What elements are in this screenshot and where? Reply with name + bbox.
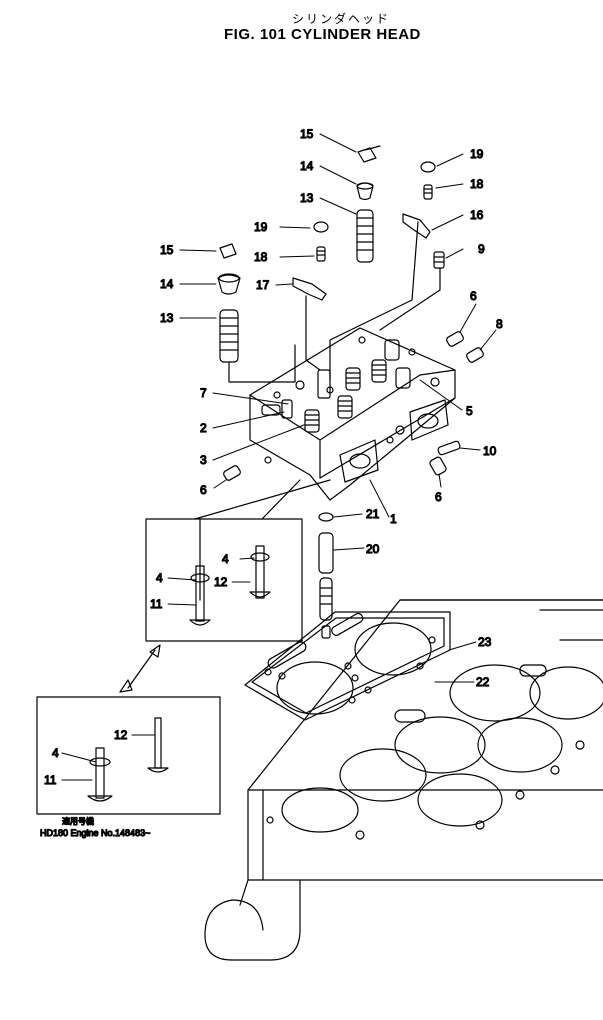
callout-4-c: 4 [52, 746, 59, 760]
callout-15-b: 15 [160, 243, 174, 257]
valve-inset-lower [36, 696, 221, 815]
engine-block-drawing [204, 599, 603, 961]
callout-1: 1 [390, 512, 397, 526]
callout-22: 22 [476, 675, 490, 689]
callout-6-b: 6 [200, 483, 207, 497]
callout-10: 10 [483, 444, 497, 458]
callout-13-b: 13 [160, 311, 174, 325]
callout-8: 8 [496, 317, 503, 331]
leader-lines [61, 133, 497, 781]
callout-18-a: 18 [470, 177, 484, 191]
callout-6-a: 6 [470, 289, 477, 303]
callout-19-a: 19 [470, 147, 484, 161]
callout-7: 7 [200, 386, 207, 400]
callout-5: 5 [466, 404, 473, 418]
callout-12-a: 12 [214, 575, 228, 589]
applicability-label-jp: 適用号機 [62, 816, 94, 826]
figure-title: FIG. 101 CYLINDER HEAD [224, 26, 421, 43]
valve-inset-upper [119, 479, 331, 693]
callout-4-a: 4 [156, 571, 163, 585]
head-gasket-drawing [244, 611, 451, 721]
callout-3: 3 [200, 453, 207, 467]
callout-16: 16 [470, 208, 484, 222]
cylinder-head-drawing [249, 327, 456, 501]
callout-20: 20 [366, 542, 380, 556]
callout-14-b: 14 [160, 277, 174, 291]
callout-19-b: 19 [254, 220, 268, 234]
callout-13-a: 13 [300, 191, 314, 205]
callout-15-a: 15 [300, 127, 314, 141]
callout-9: 9 [478, 242, 485, 256]
japanese-title: シリンダヘッド [292, 12, 391, 26]
callout-18-b: 18 [254, 250, 268, 264]
callout-14-a: 14 [300, 159, 314, 173]
callout-11-b: 11 [44, 773, 57, 787]
callout-labels: 15 14 13 19 18 15 14 13 17 19 18 16 9 6 … [43, 126, 503, 787]
valve-train-parts-drawing [217, 145, 484, 639]
callout-11-a: 11 [150, 597, 163, 611]
callout-2: 2 [200, 421, 207, 435]
callout-6-c: 6 [435, 490, 442, 504]
callout-21: 21 [366, 507, 380, 521]
callout-4-b: 4 [222, 552, 229, 566]
callout-12-b: 12 [114, 728, 128, 742]
callout-17: 17 [256, 278, 270, 292]
callout-23: 23 [478, 635, 492, 649]
applicability-label: HD180 Engine No.148483~ [40, 828, 150, 838]
